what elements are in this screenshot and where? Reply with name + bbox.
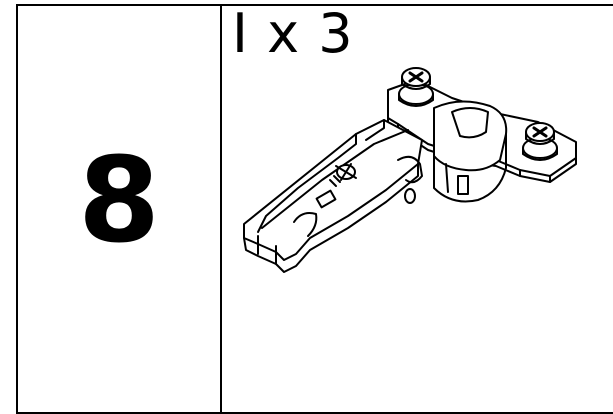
screw-icon [522,122,558,161]
column-divider [220,4,222,414]
hinge-arm [243,119,423,273]
step-number: 8 [77,130,161,269]
screw-icon [398,67,434,107]
concealed-hinge-icon [243,67,577,273]
part-quantity: I x 3 [232,2,354,65]
hinge-cup [433,100,508,203]
